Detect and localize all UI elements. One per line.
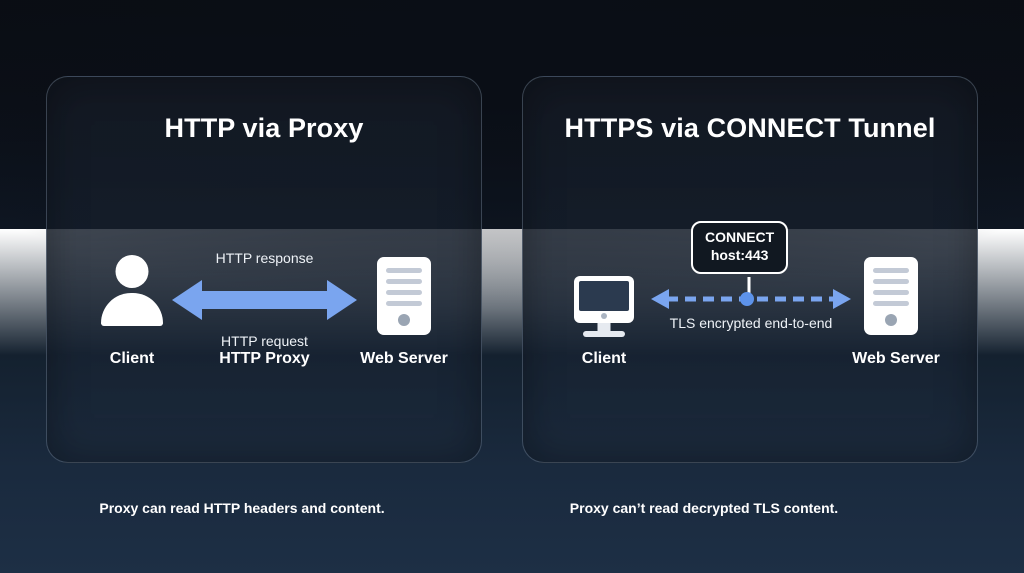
caption-http-via-proxy: Proxy can read HTTP headers and content. [99, 500, 385, 516]
monitor-stand-base-icon [583, 331, 625, 337]
monitor-screen-icon [579, 281, 629, 311]
diagram-http-via-proxy: HTTP request HTTP response Client HTTP P… [47, 77, 481, 462]
server-bar-icon [873, 279, 909, 284]
panel-https-via-connect-tunnel: HTTPS via CONNECT Tunnel CONNECT host:44… [522, 76, 978, 463]
node-label-client: Client [581, 350, 627, 367]
arrow-label-tls-encrypted: TLS encrypted end-to-end [669, 315, 833, 331]
server-bar-icon [386, 290, 422, 295]
server-bar-icon [386, 279, 422, 284]
panel-title-left: HTTP via Proxy [164, 113, 364, 143]
person-body-icon [101, 293, 163, 326]
node-label-client: Client [109, 350, 155, 367]
server-bar-icon [873, 290, 909, 295]
bidirectional-arrow-icon [172, 280, 357, 320]
person-head-icon [115, 255, 149, 288]
dashed-bidirectional-arrow-icon [651, 289, 851, 309]
monitor-frame-icon [574, 276, 634, 323]
server-icon [864, 257, 918, 335]
node-label-web-server: Web Server [852, 350, 940, 367]
server-bar-icon [386, 268, 422, 273]
caption-https-via-connect-tunnel: Proxy can’t read decrypted TLS content. [569, 500, 839, 516]
panel-http-via-proxy: HTTP via Proxy HTTP request HTTP respons… [46, 76, 482, 463]
server-led-icon [885, 314, 897, 326]
monitor-stand-neck-icon [597, 323, 611, 331]
server-bar-icon [873, 268, 909, 273]
connect-box-line1: CONNECT [705, 229, 775, 245]
panel-title-right: HTTPS via CONNECT Tunnel [564, 113, 936, 143]
server-bar-icon [873, 301, 909, 306]
server-led-icon [398, 314, 410, 326]
monitor-icon [574, 276, 634, 338]
arrow-label-http-request: HTTP request [221, 333, 308, 349]
connect-box-line2: host:443 [710, 246, 769, 263]
diagram-https-via-connect-tunnel: CONNECT host:443 TLS encrypted end-to-en… [523, 77, 977, 462]
server-bar-icon [386, 301, 422, 306]
person-icon [93, 255, 171, 327]
server-icon [377, 257, 431, 335]
node-label-http-proxy: HTTP Proxy [219, 350, 310, 367]
connect-box: CONNECT host:443 [691, 221, 789, 274]
node-label-web-server: Web Server [360, 350, 448, 367]
monitor-power-dot-icon [601, 313, 607, 319]
arrow-label-http-response: HTTP response [215, 250, 314, 266]
